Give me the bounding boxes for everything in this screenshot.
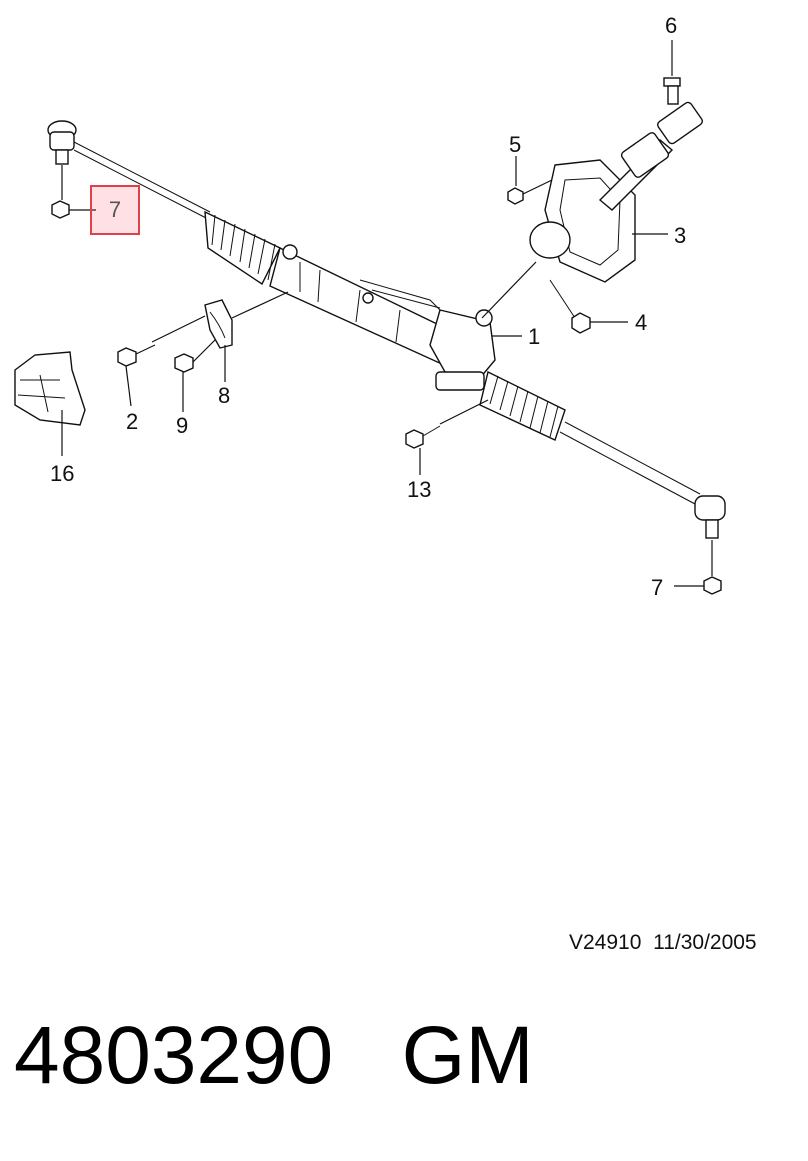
- callout-8: 8: [218, 383, 230, 408]
- callout-1: 1: [528, 324, 540, 349]
- right-tie-rod-nut: [703, 576, 722, 595]
- pinch-bolt: [663, 77, 681, 105]
- rack-housing: [269, 244, 471, 371]
- pinion-bolt: [549, 279, 591, 334]
- left-tie-rod-nut: [51, 200, 70, 219]
- callout-2: 2: [126, 409, 138, 434]
- dash-seal-plate: [529, 159, 636, 283]
- callout-7-highlighted[interactable]: 7: [90, 185, 140, 235]
- callout-3: 3: [674, 223, 686, 248]
- callout-5: 5: [509, 132, 521, 157]
- left-rack-boot: [204, 210, 281, 286]
- mounting-clamp: [204, 299, 233, 349]
- left-tie-rod-end: [47, 120, 211, 221]
- intermediate-shaft: [598, 101, 703, 211]
- brand-name: GM: [401, 1010, 534, 1101]
- callout-7-right: 7: [651, 575, 663, 600]
- part-number: 4803290: [14, 1010, 334, 1101]
- clamp-bolt: [117, 344, 156, 367]
- clamp-nut: [174, 353, 194, 373]
- callout-16: 16: [50, 461, 74, 486]
- diagram-reference-code: V24910 11/30/2005: [569, 931, 757, 954]
- right-tie-rod-end: [559, 421, 726, 539]
- callout-9: 9: [176, 413, 188, 438]
- housing-bolt: [405, 425, 441, 449]
- heat-shield: [14, 351, 86, 426]
- callout-13: 13: [407, 477, 431, 502]
- pinion-valve-housing: [429, 309, 496, 391]
- callout-6: 6: [665, 13, 677, 38]
- plate-nut: [507, 187, 524, 205]
- right-rack-boot: [479, 370, 566, 441]
- callout-4: 4: [635, 310, 647, 335]
- footer-part-label: 4803290 GM: [14, 1015, 534, 1097]
